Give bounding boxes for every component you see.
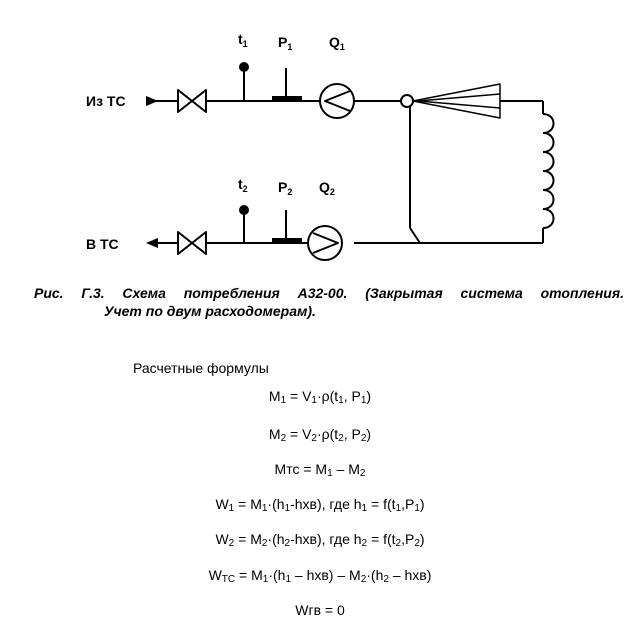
formula-text: = V bbox=[286, 426, 312, 442]
formula-subscript: 1 bbox=[414, 503, 420, 514]
formula-text: ) bbox=[366, 388, 372, 404]
formula-text: – hхв) bbox=[388, 567, 432, 583]
formulas-title: Расчетные формулы bbox=[133, 360, 269, 376]
formula-subscript: 1 bbox=[360, 395, 367, 406]
formula-subscript: 1 bbox=[284, 503, 291, 514]
formula-subscript: 1 bbox=[262, 574, 269, 585]
mixing-node-icon bbox=[400, 94, 414, 108]
formula-w1: W1 = M1·(h1-hхв), где h1 = f(t1,P1) bbox=[0, 496, 640, 514]
formula-text: – M bbox=[332, 461, 360, 477]
label-t1: t1 bbox=[238, 31, 248, 49]
formula-text: ·(h bbox=[267, 531, 285, 547]
bypass-line bbox=[409, 106, 421, 244]
formula-text: – hхв) – M bbox=[291, 567, 361, 583]
flowmeter-q2-icon bbox=[307, 225, 343, 261]
formula-text: , P bbox=[343, 426, 361, 442]
formula-subscript: 2 bbox=[395, 538, 402, 549]
formula-text: ) bbox=[366, 426, 372, 442]
outlet-arrow-icon bbox=[146, 238, 158, 248]
formula-subscript: 2 bbox=[311, 433, 317, 444]
formula-text: = f(t bbox=[367, 496, 396, 512]
supply-valve-icon bbox=[177, 89, 207, 113]
caption-line-1: Рис. Г.3. Схема потребления А32-00. (Зак… bbox=[34, 285, 624, 301]
formula-text: ) bbox=[419, 496, 425, 512]
formula-m2: M2 = V2·ρ(t2, P2) bbox=[0, 426, 640, 444]
return-valve-icon bbox=[177, 231, 207, 255]
temperature-sensor-t1-icon bbox=[239, 62, 249, 101]
formula-subscript: 1 bbox=[280, 395, 287, 406]
formula-subscript: 2 bbox=[360, 433, 367, 444]
formula-text: Mтс = M bbox=[274, 461, 328, 477]
formula-text: M bbox=[268, 388, 281, 404]
formula-subscript: 1 bbox=[261, 503, 268, 514]
formula-subscript: 2 bbox=[360, 574, 367, 585]
formula-text: -hхв), где h bbox=[290, 531, 362, 547]
formula-wgv: Wгв = 0 bbox=[0, 602, 640, 618]
formula-wtc: WTC = M1·(h1 – hхв) – M2·(h2 – hхв) bbox=[0, 567, 640, 585]
formula-text: ,P bbox=[401, 496, 415, 512]
caption-line-2: Учет по двум расходомерам). bbox=[104, 303, 316, 319]
formula-subscript: 2 bbox=[261, 538, 268, 549]
formula-text: -hхв), где h bbox=[290, 496, 362, 512]
formula-subscript: 2 bbox=[414, 538, 420, 549]
label-p2: P2 bbox=[278, 179, 292, 197]
pressure-sensor-p1-icon bbox=[272, 68, 302, 102]
formula-subscript: 2 bbox=[383, 574, 389, 585]
pressure-sensor-p2-icon bbox=[272, 210, 302, 244]
formula-subscript: 1 bbox=[228, 503, 235, 514]
label-q1: Q1 bbox=[329, 34, 345, 52]
formula-mtc: Mтс = M1 – M2 bbox=[0, 461, 640, 479]
formula-subscript: 1 bbox=[311, 395, 317, 406]
formula-text: ,P bbox=[401, 531, 415, 547]
formula-text: = M bbox=[235, 567, 263, 583]
formula-subscript: 2 bbox=[338, 433, 344, 444]
formula-subscript: 2 bbox=[284, 538, 291, 549]
formula-subscript: 2 bbox=[228, 538, 235, 549]
formula-text: M bbox=[268, 426, 281, 442]
formula-w2: W2 = M2·(h2-hхв), где h2 = f(t2,P2) bbox=[0, 531, 640, 549]
jet-pump-icon bbox=[412, 83, 501, 119]
heating-coil-icon bbox=[542, 113, 555, 229]
formula-text: Wгв = 0 bbox=[295, 602, 345, 618]
flowmeter-q1-icon bbox=[319, 83, 355, 119]
temperature-sensor-t2-icon bbox=[239, 205, 249, 243]
formula-text: = M bbox=[234, 531, 262, 547]
formula-text: W bbox=[215, 531, 229, 547]
formula-text: ·(h bbox=[366, 567, 384, 583]
formula-text: ·ρ(t bbox=[316, 388, 339, 404]
label-t2: t2 bbox=[238, 176, 248, 194]
formula-m1: M1 = V1·ρ(t1, P1) bbox=[0, 388, 640, 406]
formula-text: ·(h bbox=[267, 496, 285, 512]
formula-subscript: 2 bbox=[280, 433, 287, 444]
formula-text: = M bbox=[234, 496, 262, 512]
formula-subscript: 1 bbox=[327, 468, 333, 479]
formula-text: = f(t bbox=[367, 531, 396, 547]
formula-subscript: 2 bbox=[361, 538, 368, 549]
formula-subscript: 1 bbox=[395, 503, 402, 514]
formula-text: , P bbox=[343, 388, 361, 404]
label-q2: Q2 bbox=[319, 179, 335, 197]
outlet-label: В ТС bbox=[86, 236, 119, 252]
formula-subscript: 2 bbox=[359, 468, 366, 479]
formula-subscript: TC bbox=[221, 574, 236, 585]
formula-text: ·(h bbox=[268, 567, 286, 583]
formula-text: W bbox=[208, 567, 222, 583]
formula-text: = V bbox=[286, 388, 312, 404]
formula-subscript: 1 bbox=[361, 503, 368, 514]
formula-text: ·ρ(t bbox=[316, 426, 339, 442]
label-p1: P1 bbox=[278, 34, 292, 52]
inlet-label: Из ТС bbox=[86, 93, 126, 109]
formula-subscript: 1 bbox=[338, 395, 344, 406]
supply-line: Из ТС bbox=[86, 62, 544, 119]
formula-subscript: 1 bbox=[285, 574, 292, 585]
formula-text: W bbox=[215, 496, 229, 512]
formula-text: ) bbox=[419, 531, 425, 547]
figure-caption: Рис. Г.3. Схема потребления А32-00. (Зак… bbox=[34, 284, 624, 320]
return-line: В ТС bbox=[86, 205, 543, 261]
